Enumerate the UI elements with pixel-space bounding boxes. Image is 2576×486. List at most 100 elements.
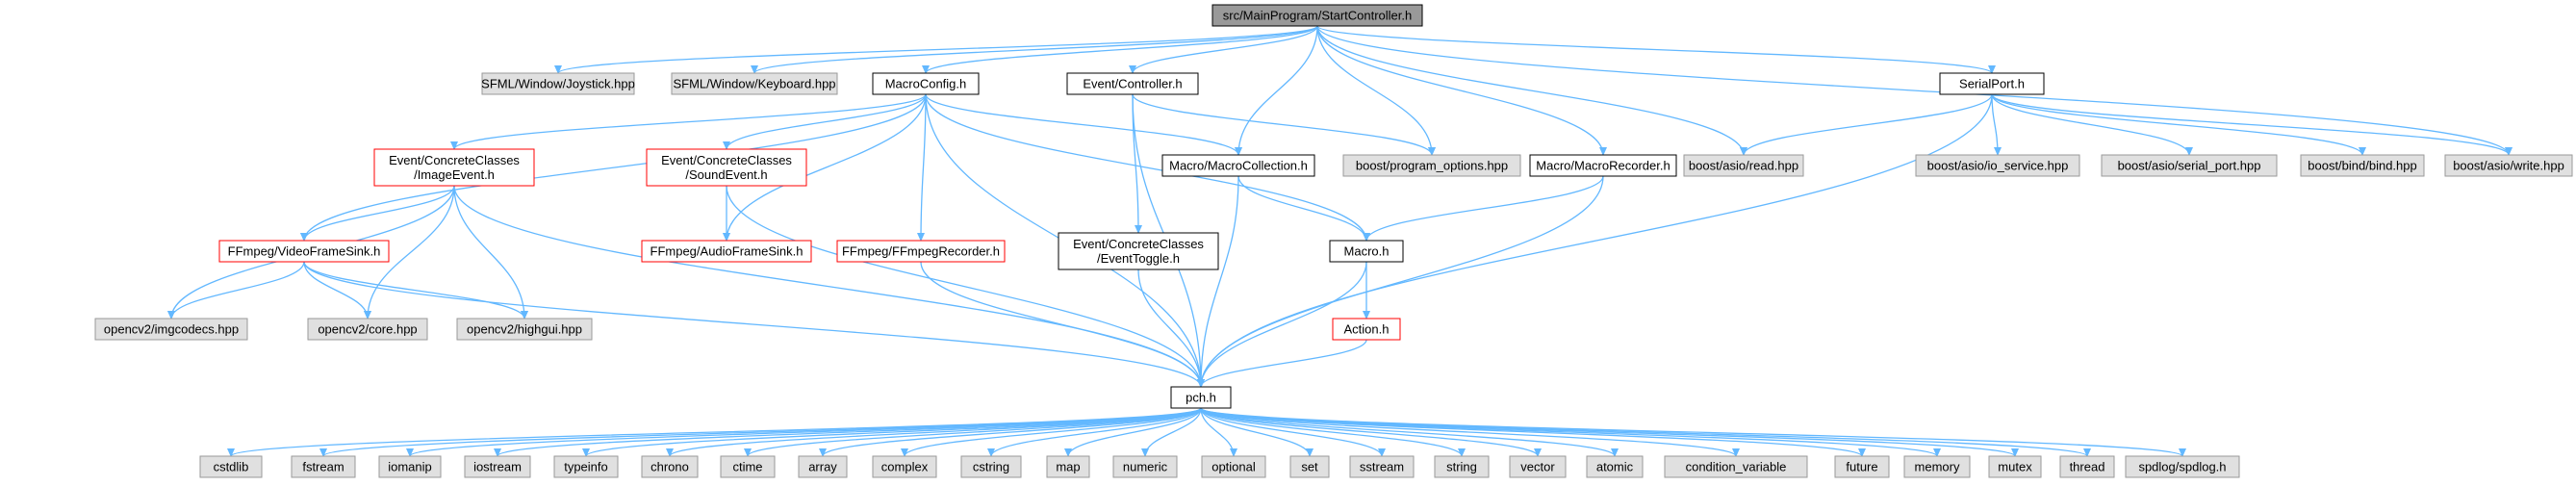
edge-root-to-serialport [1316, 25, 1996, 74]
node-imageevent[interactable]: Event/ConcreteClasses/ImageEvent.h [373, 148, 535, 187]
node-imageevent-box [373, 148, 535, 187]
edge-pch-to-memory [1200, 407, 1941, 457]
edge-macro-to-pch [1197, 261, 1367, 388]
edge-pch-to-sstream [1200, 407, 1386, 457]
edge-pch-to-optional [1200, 407, 1237, 457]
edge-videoframesink-to-highgui [303, 261, 528, 320]
edge-imageevent-to-core [364, 185, 455, 320]
node-bind: boost/bind/bind.hpp [2300, 154, 2425, 177]
edge-root-to-joystick [554, 25, 1318, 74]
node-cstring-label: cstring [973, 460, 1009, 474]
edges-layer [167, 25, 2512, 457]
node-ffmpegrecorder[interactable]: FFmpeg/FFmpegRecorder.h [836, 240, 1006, 263]
edge-serialport-to-pch [1197, 93, 1993, 388]
node-chrono-label: chrono [650, 460, 689, 474]
node-memory-box [1903, 455, 1971, 478]
node-vector-label: vector [1520, 460, 1555, 474]
edge-videoframesink-to-core [303, 261, 371, 320]
edge-root-to-keyboard [751, 25, 1318, 74]
node-macro-box [1329, 240, 1404, 263]
node-macroconfig-box [872, 72, 980, 95]
node-eventtoggle-box [1058, 232, 1219, 270]
node-root-label: src/MainProgram/StartController.h [1223, 9, 1413, 23]
node-imageevent-label: Event/ConcreteClasses [389, 153, 520, 167]
node-atomic-box [1586, 455, 1644, 478]
node-macro-label: Macro.h [1344, 244, 1390, 259]
edge-macrorecorder-to-macro [1363, 175, 1604, 242]
node-action[interactable]: Action.h [1332, 318, 1401, 341]
node-map: map [1046, 455, 1090, 478]
node-imageevent-label: /ImageEvent.h [414, 167, 495, 182]
node-macrorecorder[interactable]: Macro/MacroRecorder.h [1529, 154, 1677, 177]
node-asioread: boost/asio/read.hpp [1683, 154, 1804, 177]
node-condvar: condition_variable [1664, 455, 1808, 478]
node-pch-label: pch.h [1186, 391, 1216, 405]
node-serialport[interactable]: SerialPort.h [1939, 72, 2045, 95]
node-iomanip-label: iomanip [388, 460, 432, 474]
node-controller-box [1066, 72, 1199, 95]
node-numeric-label: numeric [1123, 460, 1168, 474]
node-videoframesink[interactable]: FFmpeg/VideoFrameSink.h [218, 240, 390, 263]
node-memory-label: memory [1915, 460, 1960, 474]
node-core: opencv2/core.hpp [307, 318, 428, 341]
node-thread: thread [2059, 455, 2115, 478]
edge-pch-to-ctime [744, 407, 1202, 457]
node-videoframesink-box [218, 240, 390, 263]
node-ioservice: boost/asio/io_service.hpp [1915, 154, 2080, 177]
node-imgcodecs-box [94, 318, 248, 341]
edge-pch-to-array [819, 407, 1202, 457]
node-cstdlib: cstdlib [199, 455, 263, 478]
node-action-label: Action.h [1344, 322, 1390, 337]
node-eventtoggle-label: /EventToggle.h [1097, 251, 1180, 266]
edge-pch-to-numeric [1141, 407, 1202, 457]
node-fstream-label: fstream [302, 460, 344, 474]
edge-macrocollection-to-macro [1237, 175, 1370, 242]
node-highgui: opencv2/highgui.hpp [456, 318, 593, 341]
node-joystick: SFML/Window/Joystick.hpp [481, 72, 635, 95]
node-serialporthpp-box [2101, 154, 2278, 177]
node-soundevent-label: /SoundEvent.h [685, 167, 767, 182]
node-numeric: numeric [1112, 455, 1178, 478]
node-sstream-box [1349, 455, 1415, 478]
node-optional-label: optional [1211, 460, 1256, 474]
node-core-label: opencv2/core.hpp [318, 322, 417, 337]
edge-videoframesink-to-pch [303, 261, 1205, 388]
node-macrocollection-label: Macro/MacroCollection.h [1169, 159, 1308, 173]
node-soundevent[interactable]: Event/ConcreteClasses/SoundEvent.h [646, 148, 807, 187]
node-root[interactable]: src/MainProgram/StartController.h [1211, 4, 1423, 27]
node-string: string [1434, 455, 1490, 478]
edge-serialport-to-asiowrite [1991, 93, 2512, 156]
node-fstream: fstream [291, 455, 356, 478]
node-cstring: cstring [960, 455, 1022, 478]
node-eventtoggle[interactable]: Event/ConcreteClasses/EventToggle.h [1058, 232, 1219, 270]
edge-macroconfig-to-ffmpegrecorder [917, 93, 927, 242]
node-iostream-box [464, 455, 531, 478]
node-controller-label: Event/Controller.h [1083, 77, 1182, 91]
node-macrocollection[interactable]: Macro/MacroCollection.h [1161, 154, 1315, 177]
node-array-label: array [808, 460, 837, 474]
edge-macrorecorder-to-pch [1197, 175, 1604, 388]
edge-serialport-to-ioservice [1991, 93, 2002, 156]
node-sstream-label: sstream [1360, 460, 1404, 474]
node-audioframesink[interactable]: FFmpeg/AudioFrameSink.h [641, 240, 812, 263]
node-programoptions-box [1342, 154, 1521, 177]
node-controller[interactable]: Event/Controller.h [1066, 72, 1199, 95]
node-macroconfig[interactable]: MacroConfig.h [872, 72, 980, 95]
edge-root-to-macrocollection [1235, 25, 1318, 156]
node-eventtoggle-label: Event/ConcreteClasses [1073, 237, 1204, 251]
node-typeinfo-box [553, 455, 619, 478]
node-pch-box [1170, 386, 1232, 409]
node-joystick-label: SFML/Window/Joystick.hpp [481, 77, 635, 91]
node-audioframesink-box [641, 240, 812, 263]
node-macro[interactable]: Macro.h [1329, 240, 1404, 263]
edge-macroconfig-to-macrocollection [925, 93, 1242, 156]
edge-macroconfig-to-videoframesink [300, 93, 927, 242]
node-cstdlib-box [199, 455, 263, 478]
node-highgui-label: opencv2/highgui.hpp [467, 322, 582, 337]
edge-pch-to-future [1200, 407, 1866, 457]
edge-eventtoggle-to-pch [1137, 269, 1205, 388]
node-imgcodecs: opencv2/imgcodecs.hpp [94, 318, 248, 341]
node-future-box [1834, 455, 1890, 478]
edge-ffmpegrecorder-to-pch [920, 261, 1205, 388]
node-pch[interactable]: pch.h [1170, 386, 1232, 409]
